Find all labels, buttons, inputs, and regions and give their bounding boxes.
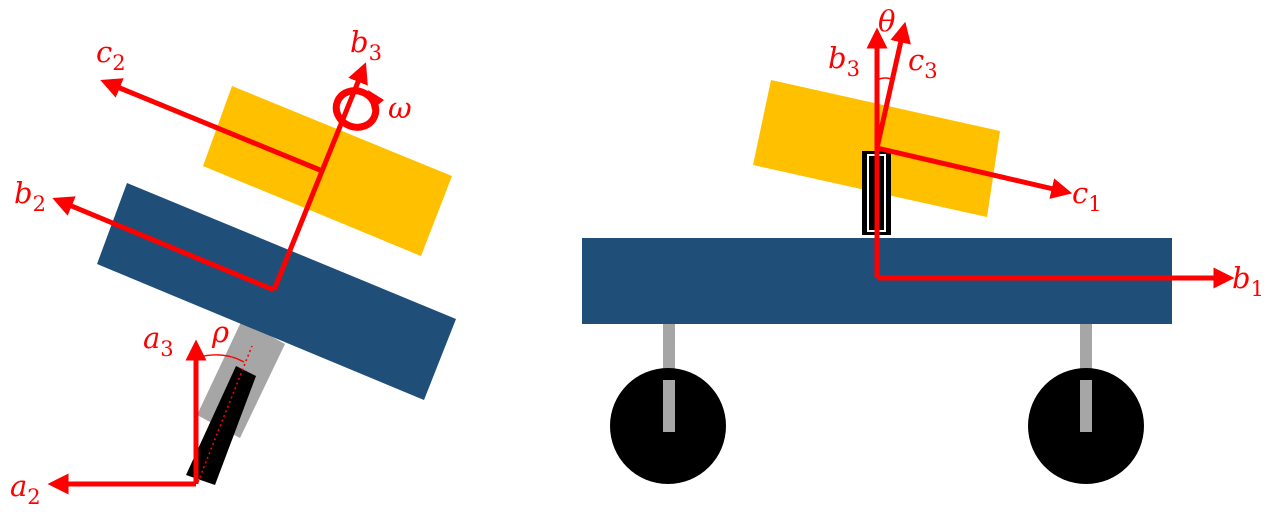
label-a3: a3	[143, 321, 174, 361]
label-c2: c2	[96, 35, 126, 75]
label-b3-right: b3	[828, 41, 860, 81]
label-rho: ρ	[211, 315, 229, 349]
label-c3: c3	[908, 43, 938, 83]
left-view: b3 c2 b2 a3 a2 ω ρ	[10, 25, 456, 509]
left-top-gold	[203, 86, 452, 256]
b3-axis	[271, 62, 368, 291]
label-omega: ω	[388, 91, 412, 125]
c3-axis	[874, 21, 911, 149]
label-a2: a2	[10, 469, 41, 509]
c1-axis	[876, 145, 1073, 199]
label-c1: c1	[1072, 176, 1102, 216]
b2-axis	[52, 196, 275, 293]
label-b1: b1	[1232, 261, 1264, 301]
c2-axis	[100, 78, 321, 173]
omega-rotation-icon	[332, 87, 384, 131]
theta-angle-arc	[876, 77, 895, 81]
label-b3: b3	[350, 25, 382, 65]
left-body-blue	[97, 183, 456, 400]
front-strut-lower	[663, 380, 675, 432]
right-view: θ b3 c3 c1 b1	[582, 4, 1264, 484]
rho-reference-line	[197, 345, 253, 483]
rear-strut-lower	[1080, 380, 1092, 432]
label-b2: b2	[14, 176, 46, 216]
label-theta: θ	[878, 4, 895, 38]
